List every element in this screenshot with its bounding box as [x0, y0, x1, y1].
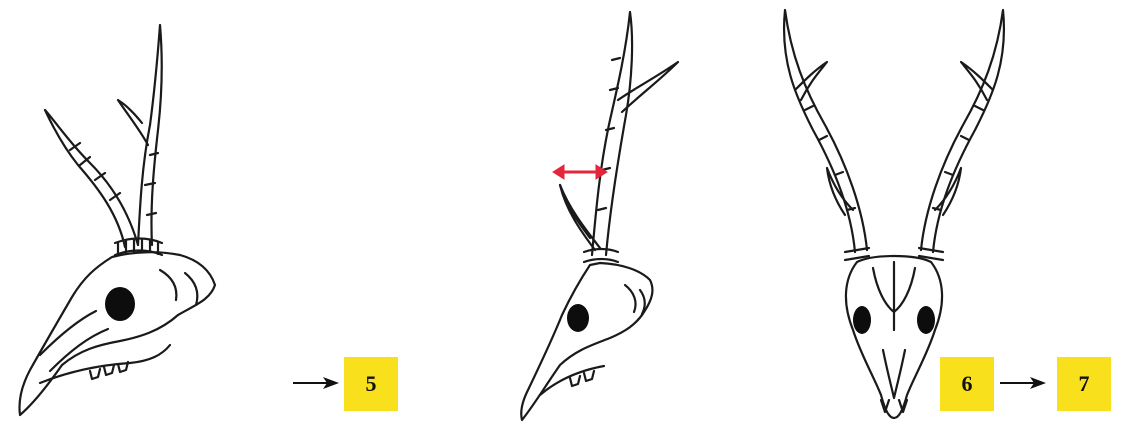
- left-eye-socket: [853, 306, 871, 334]
- skull-illustration-side-2: [500, 0, 680, 425]
- eye-socket: [105, 287, 135, 321]
- skull-illustration-side-1: [0, 15, 240, 425]
- key-step-badge-6[interactable]: 6: [940, 357, 994, 411]
- skull-illustration-front: [755, 0, 1045, 425]
- eye-socket: [567, 304, 589, 332]
- key-step-badge-7[interactable]: 7: [1057, 357, 1111, 411]
- right-eye-socket: [917, 306, 935, 334]
- arrow-right-icon: [293, 376, 341, 390]
- arrow-right-icon: [1000, 376, 1048, 390]
- key-step-badge-5[interactable]: 5: [344, 357, 398, 411]
- measurement-arrow-icon: [553, 165, 607, 179]
